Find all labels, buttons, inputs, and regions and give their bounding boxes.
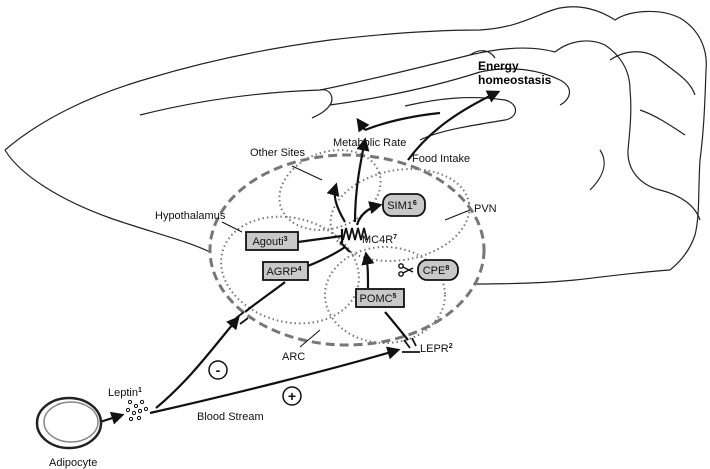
svg-text:+: + <box>288 388 296 404</box>
pvn-label: PVN <box>474 203 497 215</box>
arrow-to-energy <box>407 90 501 161</box>
arc-pointer <box>299 329 321 348</box>
other-sites-pointer <box>291 165 323 181</box>
arrow-other-sites <box>326 182 346 223</box>
leptin-label: Leptin1 <box>108 387 142 399</box>
agrp-label: AGRP <box>266 266 297 278</box>
agrp-bar <box>339 241 351 253</box>
leptin-to-lepr <box>149 346 401 415</box>
arrow-to-sim1 <box>355 201 383 226</box>
svg-text:SIM16: SIM16 <box>387 200 417 212</box>
cpe-box: CPE8 <box>417 259 459 281</box>
svg-text:Agouti3: Agouti3 <box>252 236 287 248</box>
brain-outline <box>4 6 707 285</box>
receptor-symbols <box>235 311 420 353</box>
plus-sign: + <box>282 386 302 406</box>
agrp-box: AGRP4 <box>262 261 309 281</box>
lepr-label: LEPR2 <box>420 343 453 355</box>
mc4r-label: MC4R7 <box>362 234 397 246</box>
metabolic-rate-label: Metabolic Rate <box>333 137 406 149</box>
svg-text:AGRP4: AGRP4 <box>266 266 301 278</box>
hypothalamus-region <box>208 153 486 347</box>
minus-sign: - <box>208 360 228 380</box>
leptin-to-arc <box>155 315 240 409</box>
sim1-box: SIM16 <box>382 193 426 217</box>
arrow-mc4r-metabolic <box>353 137 370 223</box>
adipocyte-arrow <box>99 411 125 425</box>
leptin-molecules <box>125 399 149 422</box>
adipocyte-cell <box>35 396 103 450</box>
agouti-inhibit <box>297 234 343 244</box>
lepr-to-pomc <box>384 311 409 341</box>
scissors-icon <box>398 263 414 277</box>
pathway-arrows <box>99 90 501 425</box>
adipocyte-label: Adipocyte <box>49 457 97 469</box>
pomc-label: POMC <box>360 293 393 305</box>
food-intake-label: Food Intake <box>412 153 470 165</box>
energy-label-line1: Energy <box>478 59 519 73</box>
arrow-pomc-mc4r <box>361 251 375 289</box>
agouti-box: Agouti3 <box>245 231 299 251</box>
hypothalamus-pointer <box>221 221 243 233</box>
arrow-to-metabolic-rate <box>364 111 441 132</box>
mc4r-receptor-icon <box>342 227 368 241</box>
arrow-metabolic-up <box>356 117 370 133</box>
svg-text:CPE8: CPE8 <box>423 265 450 277</box>
arc-label: ARC <box>282 351 305 363</box>
blood-stream-label: Blood Stream <box>197 411 264 423</box>
agouti-label: Agouti <box>252 236 283 248</box>
sim1-label: SIM1 <box>387 200 413 212</box>
hypothalamus-label: Hypothalamus <box>155 210 226 222</box>
svg-text:POMC5: POMC5 <box>360 293 397 305</box>
arc-agrp-link <box>244 281 286 313</box>
pomc-box: POMC5 <box>355 288 405 308</box>
energy-label-line2: homeostasis <box>478 73 552 87</box>
other-sites-label: Other Sites <box>250 147 306 159</box>
cpe-label: CPE <box>423 265 446 277</box>
pvn-pointer <box>444 209 471 221</box>
svg-text:-: - <box>216 362 221 378</box>
